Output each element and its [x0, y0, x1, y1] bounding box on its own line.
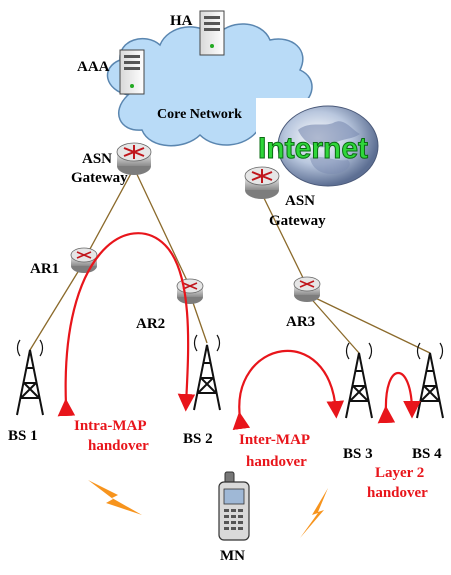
link-gw2-ar3 — [261, 193, 308, 287]
link-gw-ar1 — [83, 167, 135, 261]
internet-globe-icon: Internet — [256, 98, 416, 190]
asn-gateway-left-line1: ASN — [82, 151, 112, 167]
asn-gateway-right-line1: ASN — [285, 193, 315, 209]
ar2-label: AR2 — [136, 316, 165, 332]
ar3-router-icon — [293, 276, 321, 302]
lightning-left-icon — [88, 480, 142, 515]
asn-gateway-left-line2: Gateway — [71, 170, 128, 186]
ar2-router-icon — [176, 278, 204, 304]
ha-server-icon — [199, 10, 225, 56]
link-ar1-bs1 — [29, 261, 85, 351]
ar1-router-icon — [70, 247, 98, 273]
bs4-label: BS 4 — [412, 446, 442, 462]
bs4-tower-icon — [416, 342, 444, 419]
layer2-handover-arrow — [377, 371, 421, 424]
layer2-label-line1: Layer 2 — [375, 465, 424, 481]
mobile-phone-icon — [218, 471, 250, 541]
aaa-server-icon — [119, 49, 145, 95]
intra-map-handover-arrow — [57, 232, 196, 417]
ha-label: HA — [170, 13, 193, 29]
bs1-tower-icon — [16, 339, 44, 416]
intra-map-label-line2: handover — [88, 438, 149, 454]
bs1-label: BS 1 — [8, 428, 38, 444]
ar1-label: AR1 — [30, 261, 59, 277]
aaa-label: AAA — [77, 59, 110, 75]
intra-map-label-line1: Intra-MAP — [74, 418, 146, 434]
core-network-label: Core Network — [157, 107, 242, 122]
asn-gateway-right-icon — [244, 166, 280, 199]
asn-gateway-left-icon — [116, 142, 152, 175]
bs2-tower-icon — [193, 334, 221, 411]
link-ar3-bs4 — [306, 293, 431, 354]
inter-map-label-line2: handover — [246, 454, 307, 470]
ar3-label: AR3 — [286, 314, 315, 330]
bs3-tower-icon — [345, 342, 373, 419]
layer2-label-line2: handover — [367, 485, 428, 501]
asn-gateway-right-line2: Gateway — [269, 213, 326, 229]
lightning-right-icon — [300, 488, 328, 538]
inter-map-handover-arrow — [232, 349, 345, 431]
internet-label: Internet — [258, 132, 368, 165]
bs3-label: BS 3 — [343, 446, 373, 462]
inter-map-label-line1: Inter-MAP — [239, 432, 310, 448]
link-ar3-bs3 — [306, 293, 360, 354]
mn-label: MN — [220, 548, 245, 564]
bs2-label: BS 2 — [183, 431, 213, 447]
link-gw-ar2 — [133, 167, 191, 288]
